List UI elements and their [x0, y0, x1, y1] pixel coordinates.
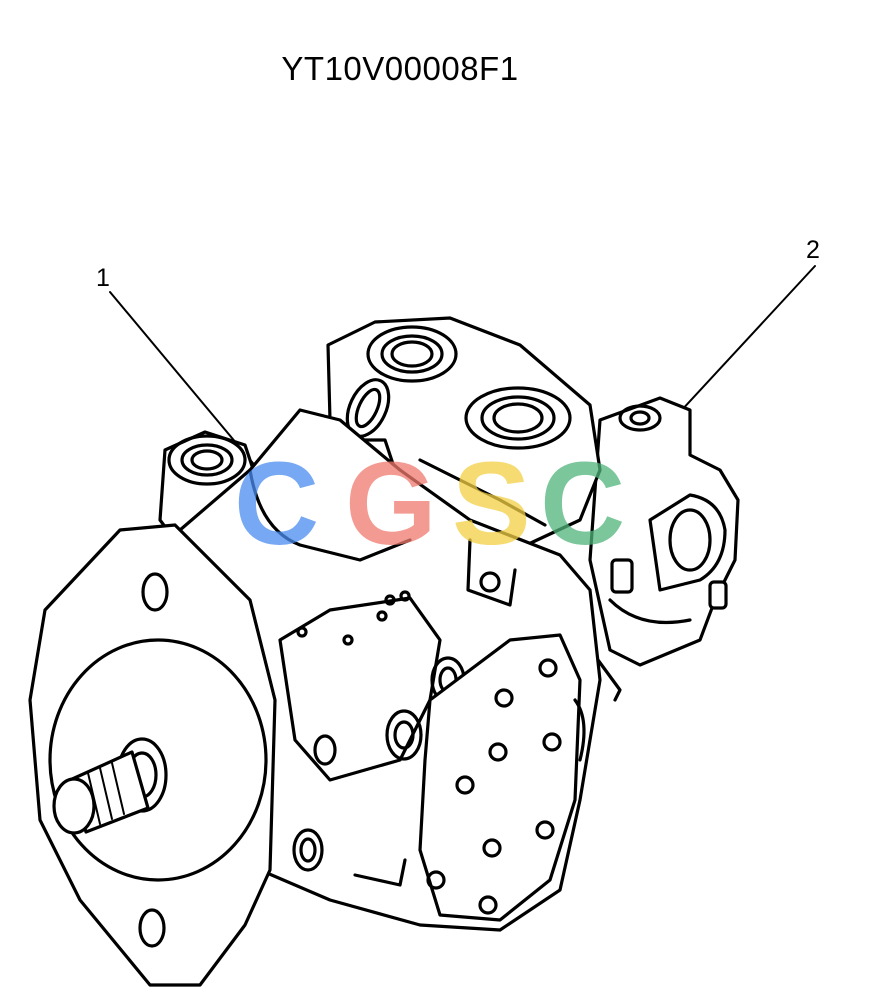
watermark-letter-c2: C: [540, 438, 625, 570]
cgsc-watermark: C G S C: [234, 438, 625, 570]
drive-shaft: [52, 737, 168, 835]
callout-label-2: 2: [806, 236, 820, 264]
watermark-letter-g: G: [345, 438, 437, 570]
port-housing: [326, 316, 602, 550]
callout-label-1: 1: [96, 264, 110, 292]
watermark-letter-c1: C: [234, 438, 319, 570]
figure-title: YT10V00008F1: [281, 50, 519, 87]
control-valve-block: [588, 396, 740, 702]
watermark-letter-s: S: [452, 438, 531, 570]
end-cover: [418, 633, 586, 922]
